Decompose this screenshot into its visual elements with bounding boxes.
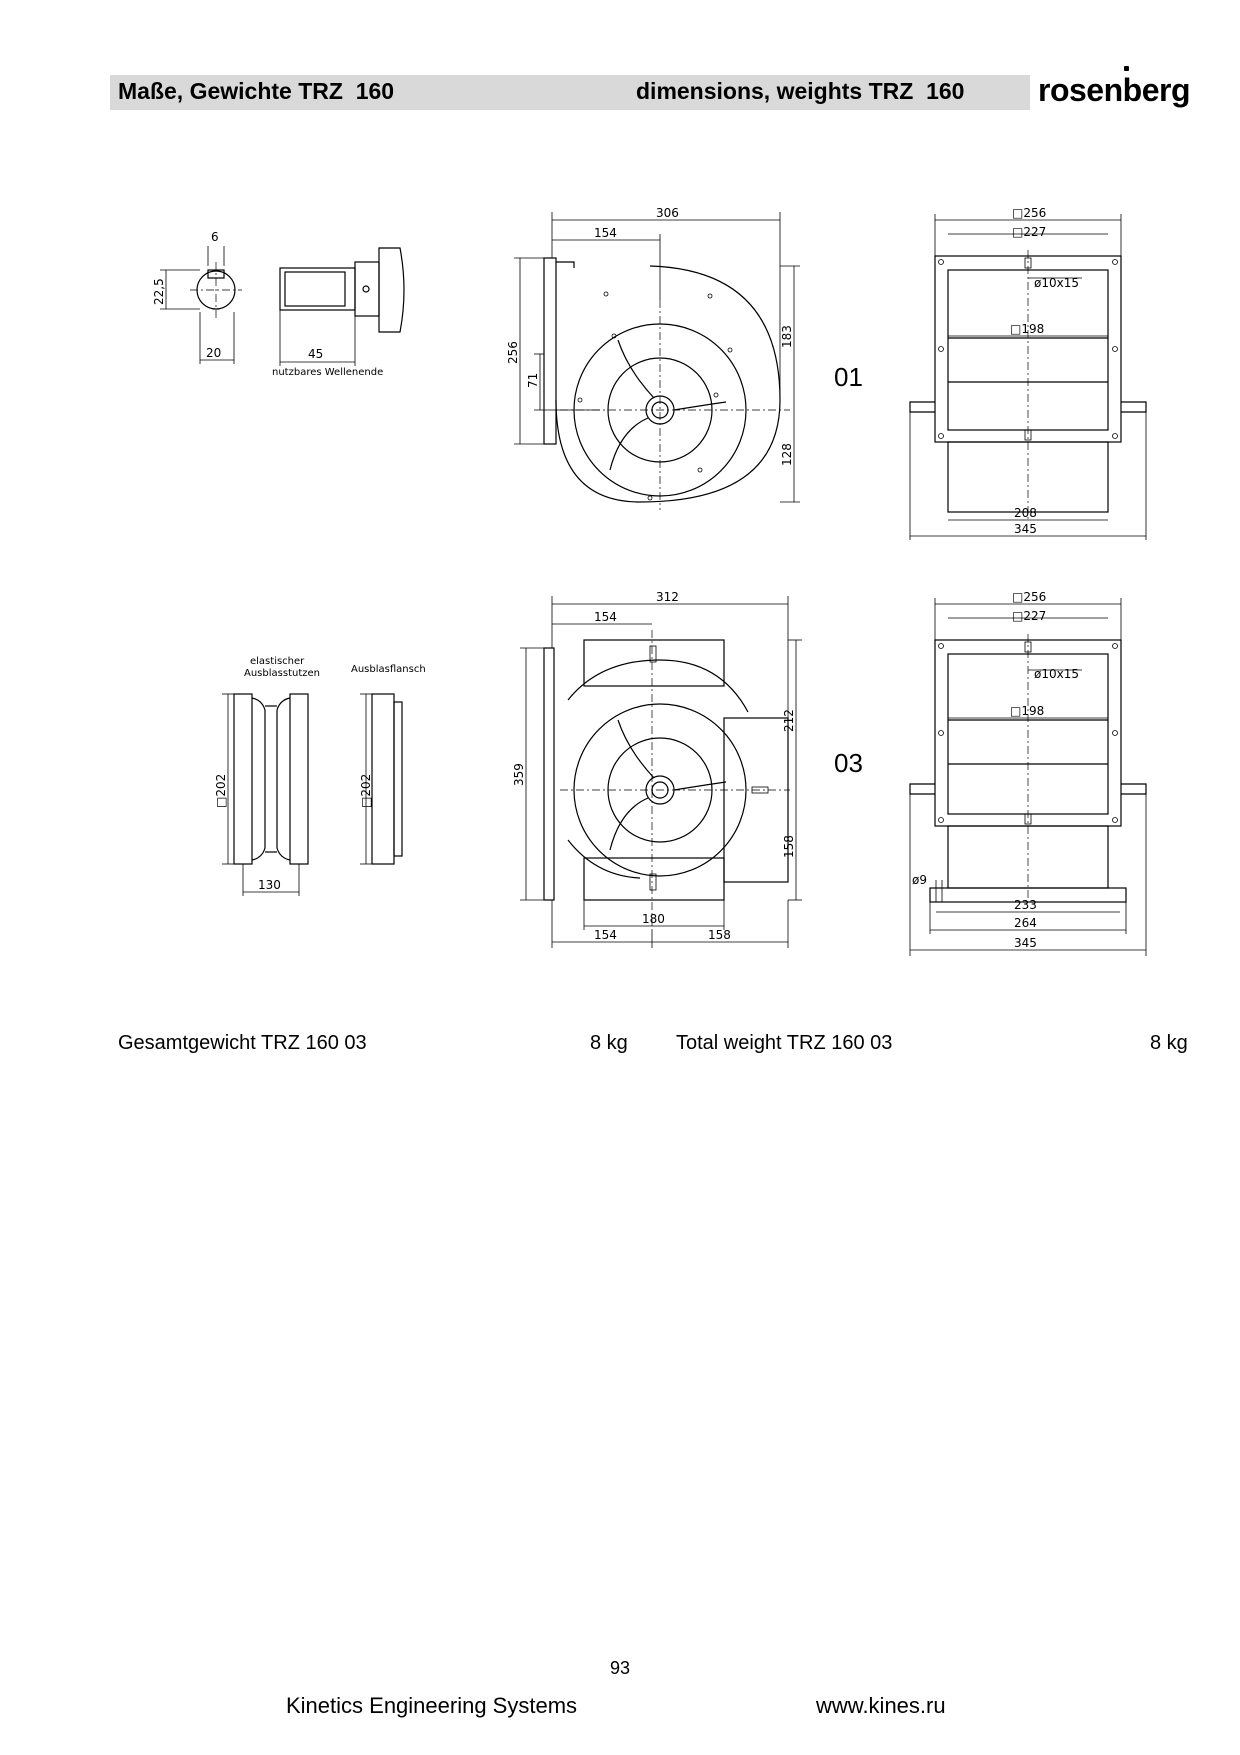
total-weight-value-en: 8 kg bbox=[1150, 1032, 1188, 1054]
v01-dim-306: 306 bbox=[656, 206, 679, 220]
v01-front-dim-208: 208 bbox=[1014, 506, 1037, 520]
flange-dim-square-b: □202 bbox=[359, 774, 373, 808]
footer-website: www.kines.ru bbox=[816, 1693, 946, 1718]
v03-dim-158: 158 bbox=[782, 835, 796, 858]
v01-front-hole: ø10x15 bbox=[1034, 276, 1079, 290]
shaft-caption: nutzbares Wellenende bbox=[272, 367, 383, 378]
v03-front-dim-198: □198 bbox=[1010, 704, 1044, 718]
shaft-dim-diameter: 20 bbox=[206, 346, 221, 360]
shaft-dim-length: 45 bbox=[308, 347, 323, 361]
variant-01-side-view: 306 154 256 71 183 128 bbox=[506, 206, 800, 510]
v03-front-dim-264: 264 bbox=[1014, 916, 1037, 930]
total-weight-label-de: Gesamtgewicht TRZ 160 03 bbox=[118, 1032, 367, 1054]
flange-caption-elastic-2: Ausblasstutzen bbox=[244, 668, 320, 679]
v03-dim-180: 180 bbox=[642, 912, 665, 926]
variant-03-label: 03 bbox=[834, 748, 863, 778]
v01-front-dim-256: □256 bbox=[1012, 206, 1046, 220]
variant-01-front-view: □256 □227 ø10x15 □198 208 345 bbox=[909, 206, 1147, 540]
v03-dim-158-bottom: 158 bbox=[708, 928, 731, 942]
v03-front-dim-256: □256 bbox=[1012, 590, 1046, 604]
shaft-dim-height: 22,5 bbox=[152, 278, 166, 305]
flange-caption-flange: Ausblasflansch bbox=[351, 664, 426, 675]
v01-dim-256: 256 bbox=[506, 341, 520, 364]
v03-dim-359: 359 bbox=[512, 763, 526, 786]
v01-front-dim-345: 345 bbox=[1014, 522, 1037, 536]
v03-front-hole: ø10x15 bbox=[1034, 667, 1079, 681]
flange-dim-130: 130 bbox=[258, 878, 281, 892]
shaft-end-drawing: 6 22,5 20 45 nutzbares Wellenende bbox=[152, 230, 405, 378]
v03-dim-212: 212 bbox=[782, 709, 796, 732]
page-title-en: dimensions, weights TRZ 160 bbox=[636, 78, 965, 104]
flange-dim-square-a: □202 bbox=[214, 774, 228, 808]
v03-front-dim-227: □227 bbox=[1012, 609, 1046, 623]
v01-dim-71: 71 bbox=[526, 373, 540, 388]
flange-drawings: elastischer Ausblasstutzen Ausblasflansc… bbox=[214, 656, 426, 896]
v01-front-dim-198: □198 bbox=[1010, 322, 1044, 336]
v01-dim-183: 183 bbox=[780, 325, 794, 348]
technical-drawings: 6 22,5 20 45 nutzbares Wellenende elasti… bbox=[152, 206, 1147, 956]
brand-logo: rosenberg bbox=[1038, 66, 1190, 109]
v03-dim-312: 312 bbox=[656, 590, 679, 604]
flange-caption-elastic: elastischer bbox=[250, 656, 305, 667]
page-number: 93 bbox=[609, 1658, 631, 1678]
v03-front-dim-345: 345 bbox=[1014, 936, 1037, 950]
v01-dim-128: 128 bbox=[780, 443, 794, 466]
v03-dim-154: 154 bbox=[594, 610, 617, 624]
shaft-dim-keyway: 6 bbox=[211, 230, 219, 244]
total-weight-label-en: Total weight TRZ 160 03 bbox=[676, 1032, 893, 1054]
variant-03-side-view: 312 154 359 212 158 180 154 158 bbox=[512, 590, 802, 948]
v01-front-dim-227: □227 bbox=[1012, 225, 1046, 239]
v03-front-dim-233: 233 bbox=[1014, 898, 1037, 912]
v03-front-dim-9: ø9 bbox=[912, 873, 927, 887]
v01-dim-154: 154 bbox=[594, 226, 617, 240]
variant-01-label: 01 bbox=[834, 362, 863, 392]
page-title-de: Maße, Gewichte TRZ 160 bbox=[118, 78, 395, 104]
header-bar bbox=[110, 75, 1030, 110]
v03-dim-154-bottom: 154 bbox=[594, 928, 617, 942]
variant-03-front-view: □256 □227 ø10x15 □198 ø9 233 264 345 bbox=[909, 590, 1147, 956]
footer-company: Kinetics Engineering Systems bbox=[286, 1693, 578, 1718]
total-weight-value-de: 8 kg bbox=[590, 1032, 628, 1054]
